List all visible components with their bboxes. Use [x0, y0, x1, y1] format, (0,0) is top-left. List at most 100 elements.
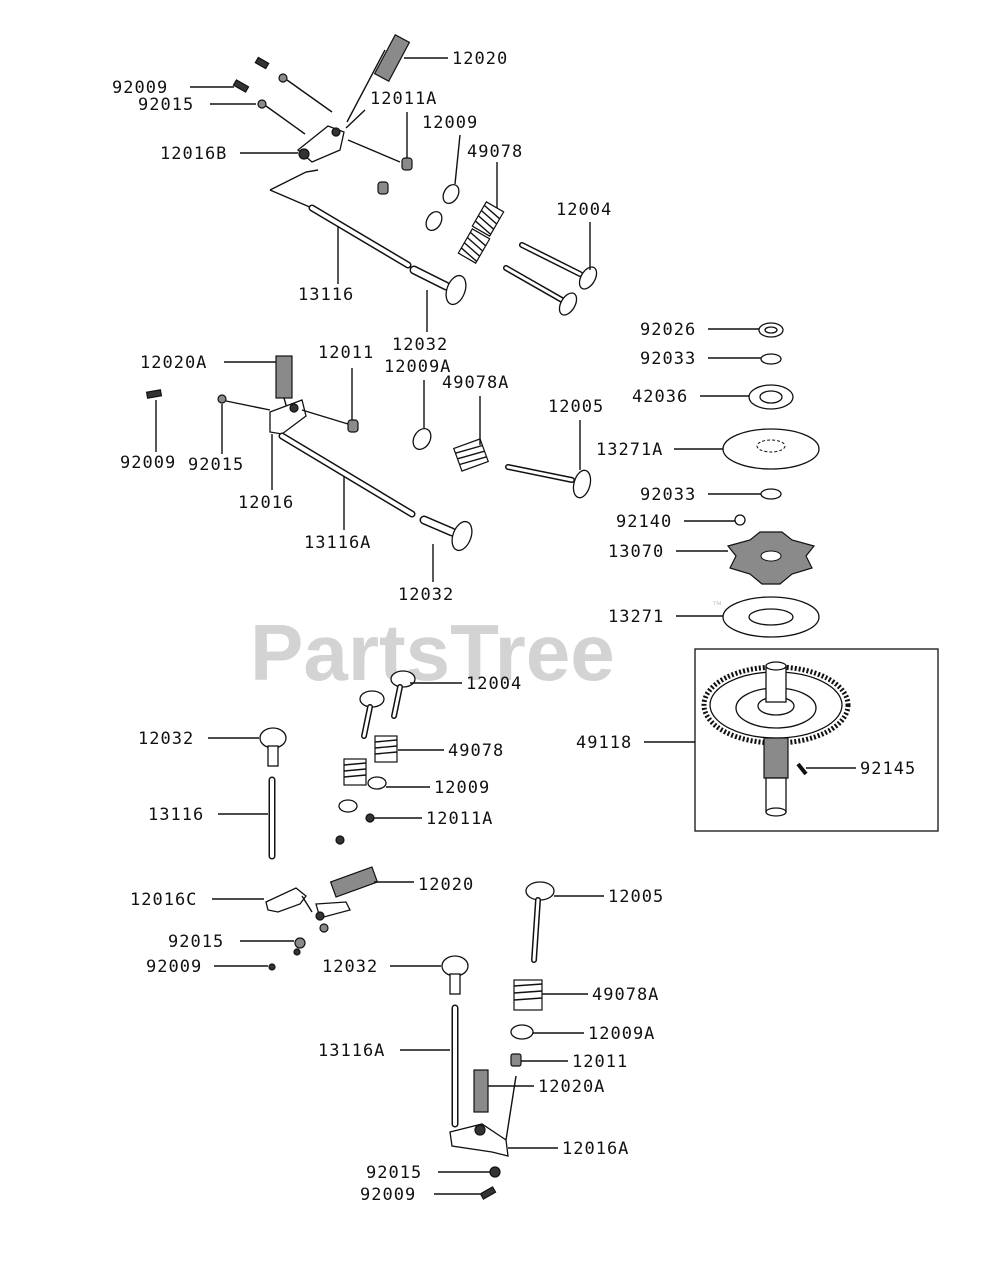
part-49078-upper[interactable]: [457, 201, 505, 264]
part-12011-middle[interactable]: [347, 419, 359, 433]
part-12016B[interactable]: [296, 125, 345, 163]
part-12011A-upper[interactable]: [347, 139, 413, 195]
label-12009-lower: 12009: [434, 778, 490, 798]
part-92015-upper[interactable]: [257, 73, 333, 135]
part-12009A-lower[interactable]: [510, 1024, 534, 1040]
part-12004-upper[interactable]: [503, 242, 600, 318]
label-12032-upper: 12032: [392, 335, 448, 355]
part-12032-middle[interactable]: [419, 515, 476, 553]
governor-camshaft-group: 92026 92033 42036 13271A 92033 92140 130…: [576, 320, 939, 832]
part-12020-upper[interactable]: [346, 34, 411, 123]
label-12004-upper: 12004: [556, 200, 612, 220]
part-92145[interactable]: [796, 762, 808, 776]
part-92015-middle[interactable]: [217, 394, 271, 411]
label-92009-middle: 92009: [120, 453, 176, 473]
label-12016A: 12016A: [562, 1139, 629, 1159]
part-12005-lower[interactable]: [525, 881, 555, 963]
part-92033-lower[interactable]: [760, 488, 782, 500]
part-12032-lower-right[interactable]: [441, 955, 469, 995]
label-12032-lower-right: 12032: [322, 957, 378, 977]
part-12020A-middle[interactable]: [275, 355, 293, 413]
label-12011A-upper: 12011A: [370, 89, 437, 109]
part-12004-lower[interactable]: [359, 670, 416, 739]
label-92009-lower-right: 92009: [360, 1185, 416, 1205]
label-42036: 42036: [632, 387, 688, 407]
part-42036[interactable]: [748, 384, 794, 410]
label-12011A-lower: 12011A: [426, 809, 493, 829]
part-92026[interactable]: [758, 322, 784, 338]
label-12009A-middle: 12009A: [384, 357, 451, 377]
label-49078-lower: 49078: [448, 741, 504, 761]
watermark: PartsTree: [250, 608, 615, 697]
part-92140[interactable]: [734, 514, 746, 526]
part-49078-lower[interactable]: [343, 735, 398, 786]
watermark-trademark: ™: [712, 600, 722, 611]
part-92009-lower[interactable]: [268, 948, 301, 971]
part-12020A-lower[interactable]: [473, 1069, 489, 1113]
label-49078A-middle: 49078A: [442, 373, 509, 393]
label-12009-upper: 12009: [422, 113, 478, 133]
part-92009-upper[interactable]: [232, 56, 270, 93]
label-92145: 92145: [860, 759, 916, 779]
valve-train-upper-group: 12020 92009 92015 12011A 12009 12016B 49…: [112, 34, 612, 355]
label-12009A-lower: 12009A: [588, 1024, 655, 1044]
label-12011-middle: 12011: [318, 343, 374, 363]
label-92140: 92140: [616, 512, 672, 532]
label-92015-lower-right: 92015: [366, 1163, 422, 1183]
part-12020-lower[interactable]: [329, 866, 379, 898]
label-92015-middle: 92015: [188, 455, 244, 475]
part-12011A-lower[interactable]: [335, 813, 375, 845]
label-12016-middle: 12016: [238, 493, 294, 513]
part-13070[interactable]: [726, 531, 816, 585]
label-13070: 13070: [608, 542, 664, 562]
part-13116-upper[interactable]: [308, 204, 412, 269]
label-12020-lower: 12020: [418, 875, 474, 895]
part-49078A-middle[interactable]: [452, 438, 490, 472]
part-12005-middle[interactable]: [505, 464, 593, 500]
part-12009-upper[interactable]: [423, 182, 462, 233]
part-92015-lower-right[interactable]: [489, 1166, 501, 1178]
part-12032-upper[interactable]: [409, 265, 470, 307]
camshaft-box: [694, 648, 939, 832]
part-12016-middle[interactable]: [269, 399, 349, 435]
label-12005-middle: 12005: [548, 397, 604, 417]
label-12020A-lower: 12020A: [538, 1077, 605, 1097]
valve-train-lower-left-group: 12004 12032 49078 12009 13116 12011A 120…: [130, 670, 522, 977]
label-12004-lower: 12004: [466, 674, 522, 694]
label-12032-lower-left: 12032: [138, 729, 194, 749]
label-13116A-middle: 13116A: [304, 533, 371, 553]
part-12032-lower-left[interactable]: [259, 727, 287, 767]
label-92009-upper: 92009: [112, 78, 168, 98]
part-92033-upper[interactable]: [760, 353, 782, 365]
part-13271[interactable]: [722, 596, 820, 638]
label-13271A: 13271A: [596, 440, 663, 460]
label-92033-upper: 92033: [640, 349, 696, 369]
valve-train-middle-group: 12020A 12011 12009A 49078A 12005 92009 9…: [120, 343, 604, 605]
label-92009-lower: 92009: [146, 957, 202, 977]
label-12005-lower: 12005: [608, 887, 664, 907]
label-12032-middle: 12032: [398, 585, 454, 605]
label-49118: 49118: [576, 733, 632, 753]
part-92015-lower[interactable]: [294, 923, 329, 949]
label-13271: 13271: [608, 607, 664, 627]
label-92026: 92026: [640, 320, 696, 340]
part-49118-camshaft[interactable]: [701, 661, 851, 817]
part-13116A-middle[interactable]: [278, 432, 416, 518]
part-49078A-lower[interactable]: [513, 979, 543, 1011]
label-49078-upper: 49078: [467, 142, 523, 162]
part-12009-lower[interactable]: [338, 776, 387, 813]
label-12020A-middle: 12020A: [140, 353, 207, 373]
part-13271A[interactable]: [722, 428, 820, 470]
part-92009-lower-right[interactable]: [479, 1186, 497, 1200]
label-49078A-lower: 49078A: [592, 985, 659, 1005]
label-92015-upper: 92015: [138, 95, 194, 115]
part-92009-middle[interactable]: [145, 389, 163, 399]
label-13116A-lower: 13116A: [318, 1041, 385, 1061]
part-12009A-middle[interactable]: [410, 425, 435, 452]
part-12011-lower[interactable]: [510, 1053, 522, 1067]
label-92015-lower: 92015: [168, 932, 224, 952]
part-12016C[interactable]: [265, 887, 351, 921]
label-13116-upper: 13116: [298, 285, 354, 305]
label-13116-lower: 13116: [148, 805, 204, 825]
